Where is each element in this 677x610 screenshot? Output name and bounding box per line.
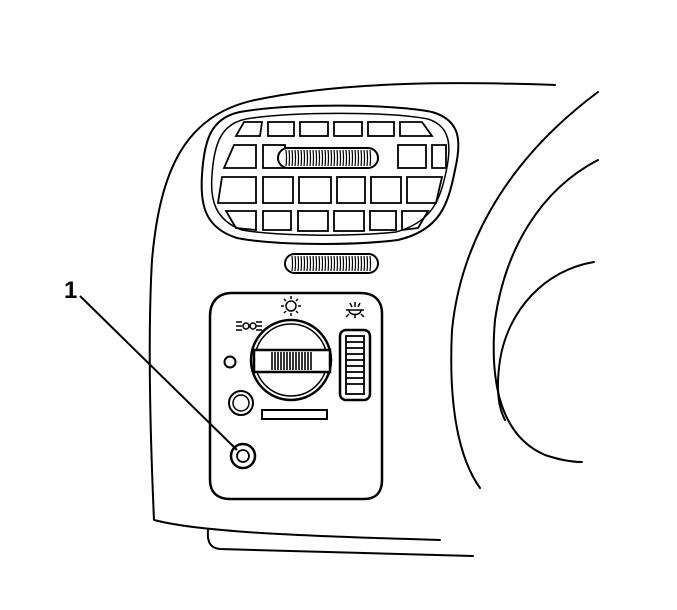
air-vent [200, 104, 460, 245]
vent-housing [200, 104, 460, 245]
knob-grip-ribs [271, 352, 312, 370]
thumbwheel-ribs [291, 255, 372, 272]
indicator-slot [261, 409, 328, 420]
parking-lamp-icon [236, 321, 262, 331]
callout-1: 1 [64, 277, 238, 451]
fog-lamp-button[interactable] [228, 390, 254, 416]
vent-louvers [216, 121, 447, 232]
vent-thumbwheel [284, 253, 379, 274]
headlamp-rotary-knob[interactable] [249, 318, 333, 402]
dimmer-ribs [346, 341, 364, 385]
callout-number: 1 [64, 277, 77, 304]
callout-leader-line [79, 295, 238, 451]
dome-lamp-icon [281, 296, 301, 316]
vent-adjuster-wheel [277, 147, 379, 169]
indicator-lamp [223, 355, 237, 369]
dashboard-outline [148, 82, 599, 557]
vent-wheel-ribs [285, 149, 372, 167]
headlamp-switch-panel [208, 291, 384, 501]
dimmer-thumbwheel[interactable] [338, 328, 372, 402]
panel-dimmer-icon [345, 302, 365, 318]
